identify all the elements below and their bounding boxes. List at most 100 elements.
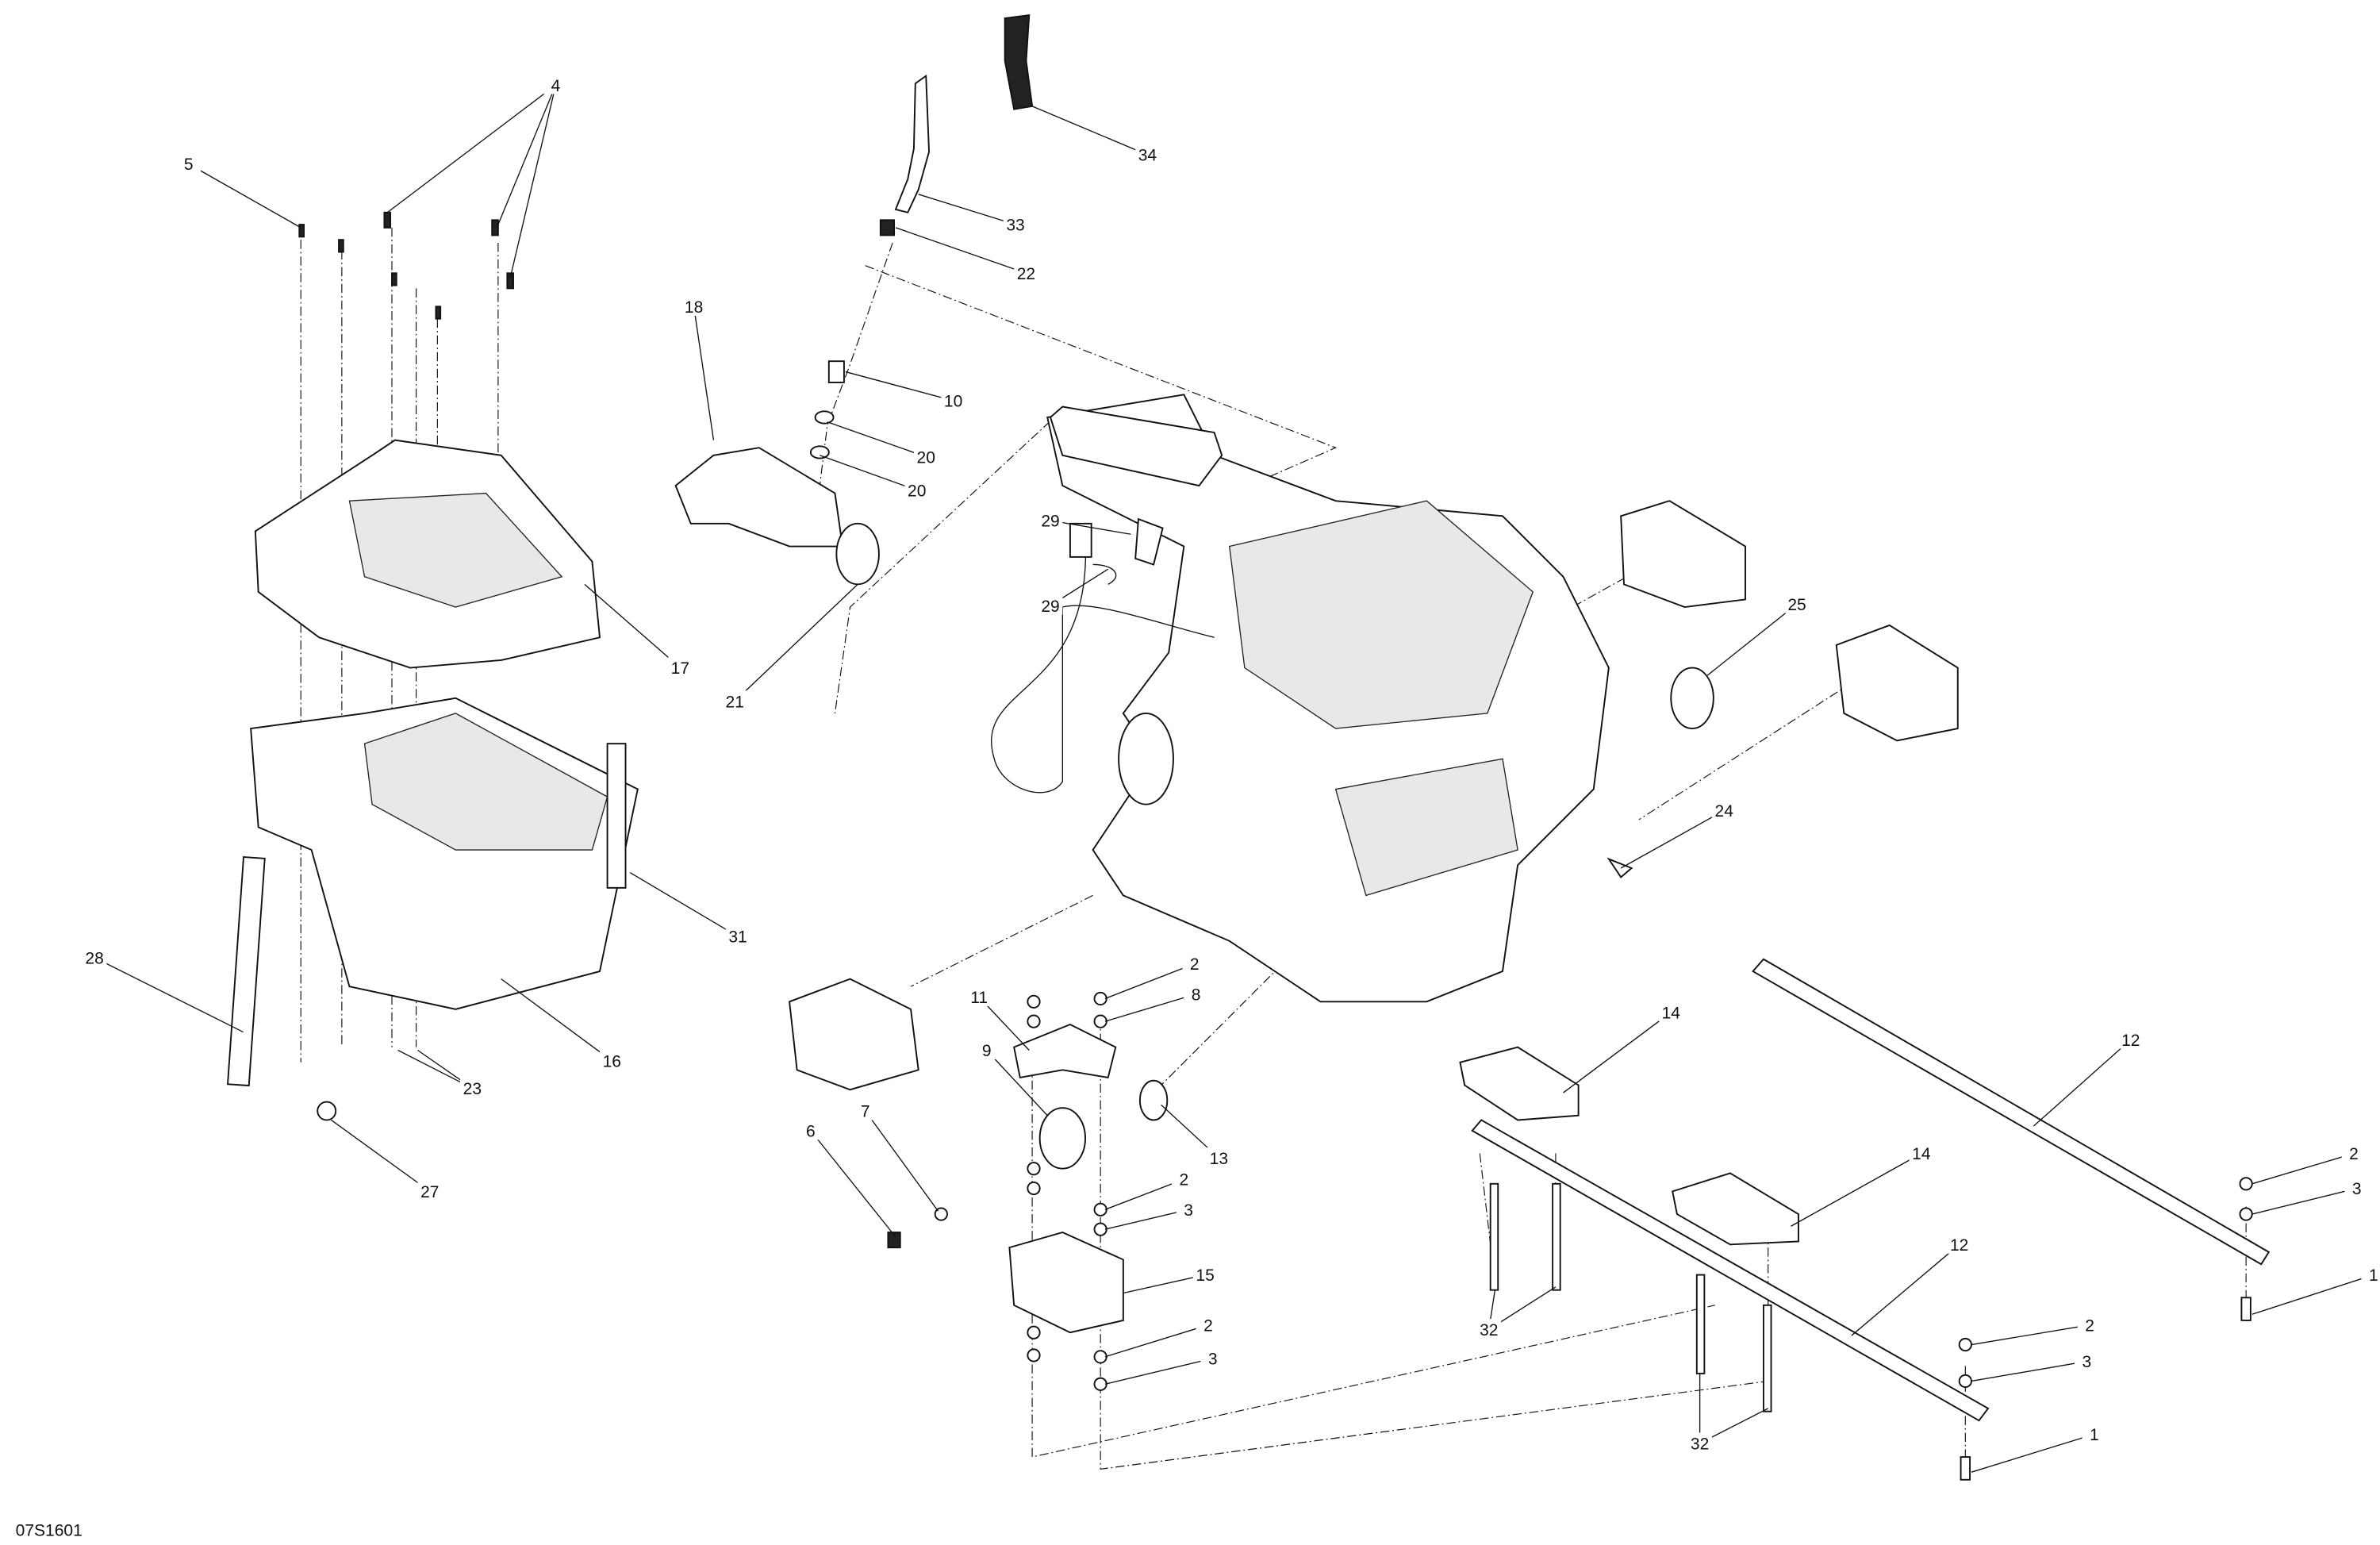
- intake-adaptor: [674, 447, 844, 548]
- callout-number: 14: [1912, 1145, 1931, 1163]
- callout-number: 8: [1192, 986, 1201, 1004]
- leader-line: [1104, 1178, 1184, 1210]
- callout-29: 29: [1038, 568, 1109, 616]
- leader-line: [1971, 1360, 2087, 1382]
- callout-2: 2: [1104, 953, 1207, 1000]
- ring: [1138, 1079, 1169, 1121]
- leader-line: [1050, 520, 1131, 535]
- callout-number: 11: [970, 989, 988, 1007]
- callout-number: 2: [1203, 1316, 1213, 1335]
- callout-15: 15: [1123, 1264, 1218, 1294]
- callout-number: 16: [603, 1053, 621, 1071]
- callout-14: 14: [1791, 1143, 1934, 1227]
- callout-5: 5: [176, 153, 301, 229]
- callout-number: 3: [1208, 1350, 1218, 1368]
- clip: [1606, 857, 1633, 878]
- callout-7: 7: [853, 1100, 939, 1212]
- callout-number: 6: [806, 1123, 816, 1141]
- pad-14-a: [1459, 1046, 1580, 1121]
- parts-drawing: [226, 14, 2271, 1481]
- callout-number: 4: [551, 77, 561, 95]
- leader-line: [584, 583, 681, 669]
- callout-3: 3: [1971, 1351, 2099, 1382]
- figure-code: 07S1601: [16, 1522, 83, 1540]
- leader-line: [820, 455, 917, 491]
- callout-8: 8: [1104, 983, 1208, 1022]
- callout-number: 32: [1480, 1321, 1498, 1339]
- wire-harness: [991, 538, 1215, 794]
- callout-number: 20: [908, 482, 926, 500]
- bushing: [1038, 1107, 1086, 1170]
- leader-line: [895, 227, 1027, 274]
- callout-25: 25: [1706, 593, 1810, 676]
- callout-number: 21: [726, 693, 744, 711]
- callout-number: 15: [1196, 1266, 1214, 1285]
- vent-hose-black: [1004, 14, 1034, 110]
- leader-line: [1620, 809, 1725, 869]
- leader-line: [1104, 993, 1196, 1022]
- callout-number: 13: [1210, 1150, 1228, 1168]
- callout-33: 33: [918, 194, 1028, 235]
- callout-number: 32: [1691, 1435, 1709, 1454]
- leader-line: [386, 84, 556, 213]
- callout-number: 14: [1662, 1004, 1681, 1022]
- callout-16: 16: [501, 978, 624, 1071]
- callout-number: 1: [2090, 1426, 2099, 1444]
- leader-line: [693, 306, 715, 440]
- callout-32: 32: [1476, 1286, 1557, 1339]
- leader-line: [2251, 1152, 2355, 1185]
- strap-left: [226, 855, 266, 1087]
- callout-1: 1: [1971, 1423, 2107, 1473]
- callout-number: 2: [1190, 955, 1200, 974]
- callout-11: 11: [966, 986, 1030, 1051]
- callouts: 5418333422102020292917212524312816232711…: [82, 74, 2380, 1473]
- ecm-module: [1049, 405, 1223, 487]
- callout-4: 4: [386, 74, 568, 279]
- callout-number: 2: [2349, 1145, 2359, 1163]
- leader-line: [397, 1049, 473, 1089]
- leader-line: [865, 1110, 939, 1212]
- callout-number: 28: [85, 949, 103, 967]
- leader-line: [509, 84, 557, 279]
- callout-number: 3: [1184, 1201, 1193, 1220]
- callout-3: 3: [1104, 1198, 1201, 1230]
- callout-6: 6: [798, 1120, 896, 1238]
- callout-number: 9: [982, 1042, 992, 1060]
- callout-number: 34: [1138, 147, 1157, 165]
- leader-line: [734, 583, 858, 702]
- callout-number: 18: [685, 298, 703, 317]
- callout-31: 31: [629, 872, 750, 947]
- callout-number: 20: [917, 448, 935, 467]
- callout-9: 9: [974, 1040, 1048, 1116]
- callout-21: 21: [722, 583, 858, 711]
- clamp: [835, 522, 880, 586]
- callout-22: 22: [895, 227, 1038, 283]
- callout-27: 27: [331, 1119, 443, 1201]
- leader-line: [1123, 1274, 1206, 1294]
- callout-number: 2: [1179, 1171, 1188, 1189]
- leader-line: [629, 872, 739, 937]
- leader-line: [1104, 1324, 1209, 1358]
- callout-number: 23: [463, 1080, 482, 1098]
- leader-line: [501, 978, 612, 1062]
- screws: [298, 211, 514, 320]
- leader-line: [1791, 1152, 1922, 1227]
- callout-number: 2: [2085, 1316, 2094, 1335]
- gasket: [1134, 517, 1164, 566]
- engine-mount-rear-2: [1835, 624, 1959, 742]
- leader-line: [94, 957, 244, 1033]
- callout-20: 20: [820, 455, 930, 500]
- callout-number: 29: [1041, 513, 1059, 531]
- leader-line: [845, 371, 954, 402]
- connector: [1069, 522, 1092, 558]
- leader-line: [1104, 1209, 1189, 1230]
- callout-number: 33: [1006, 217, 1024, 235]
- leader-line: [918, 194, 1016, 225]
- callout-24: 24: [1620, 799, 1737, 869]
- callout-number: 3: [2082, 1353, 2091, 1371]
- leader-line: [188, 163, 301, 229]
- callout-29: 29: [1038, 509, 1131, 535]
- callout-20: 20: [827, 421, 939, 467]
- callout-34: 34: [1031, 106, 1160, 165]
- callout-23: 23: [397, 1049, 485, 1098]
